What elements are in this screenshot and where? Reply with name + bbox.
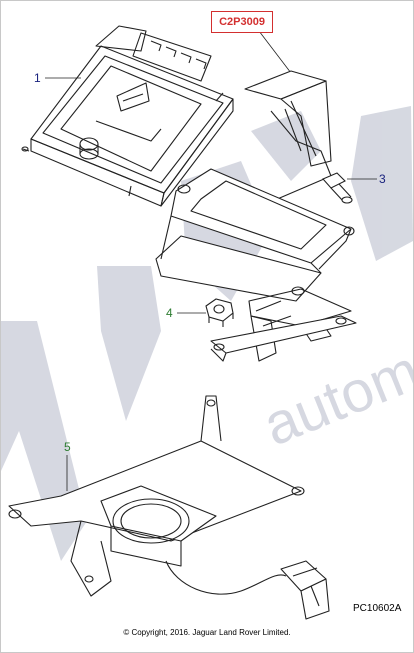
copyright-notice: © Copyright, 2016. Jaguar Land Rover Lim… (123, 628, 291, 637)
callout-5: 5 (64, 440, 71, 454)
nut (205, 298, 234, 327)
bolt (322, 172, 353, 204)
connector-leader-line (258, 30, 292, 74)
lower-bracket-sensor (8, 395, 330, 620)
upper-bracket (155, 70, 357, 362)
callout-4: 4 (166, 306, 173, 320)
figure-reference: PC10602A (353, 603, 402, 614)
callout-3: 3 (379, 172, 386, 186)
ecu-module (21, 25, 234, 207)
callout-1: 1 (34, 71, 41, 85)
connector-label: C2P3009 (211, 11, 273, 33)
watermark-text: autom (255, 338, 413, 459)
